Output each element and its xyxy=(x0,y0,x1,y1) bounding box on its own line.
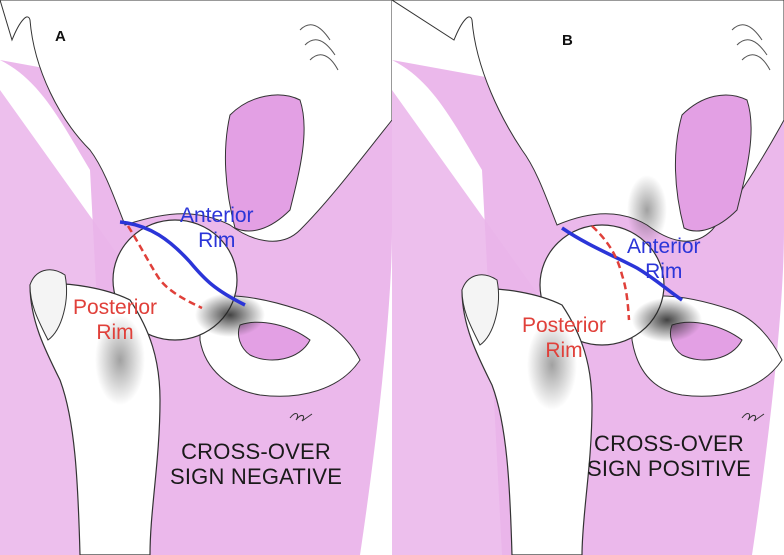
crossover-sign-label-b: CROSS-OVER SIGN POSITIVE xyxy=(587,432,751,481)
posterior-rim-label-line2: Rim xyxy=(522,340,606,361)
sign-line1: CROSS-OVER xyxy=(170,440,342,465)
anterior-rim-label-line1: Anterior xyxy=(180,205,254,226)
sign-line2: SIGN POSITIVE xyxy=(587,457,751,482)
panel-a: A Anterior Rim Posterior Rim CROSS-OVER … xyxy=(0,0,392,555)
panel-b: B Anterior Rim Posterior Rim CROSS-OVER … xyxy=(392,0,784,555)
anterior-rim-label-b: Anterior Rim xyxy=(627,236,701,282)
anterior-rim-label-line2: Rim xyxy=(627,261,701,282)
sign-line2: SIGN NEGATIVE xyxy=(170,465,342,490)
crossover-sign-label-a: CROSS-OVER SIGN NEGATIVE xyxy=(170,440,342,489)
posterior-rim-label-line1: Posterior xyxy=(73,297,157,318)
anterior-rim-label-line2: Rim xyxy=(180,230,254,251)
sign-line1: CROSS-OVER xyxy=(587,432,751,457)
panel-label-b: B xyxy=(562,32,573,49)
posterior-rim-label-a: Posterior Rim xyxy=(73,297,157,343)
panel-label-a: A xyxy=(55,28,66,45)
posterior-rim-label-line2: Rim xyxy=(73,322,157,343)
posterior-rim-label-b: Posterior Rim xyxy=(522,315,606,361)
anterior-rim-label-a: Anterior Rim xyxy=(180,205,254,251)
anterior-rim-label-line1: Anterior xyxy=(627,236,701,257)
posterior-rim-label-line1: Posterior xyxy=(522,315,606,336)
